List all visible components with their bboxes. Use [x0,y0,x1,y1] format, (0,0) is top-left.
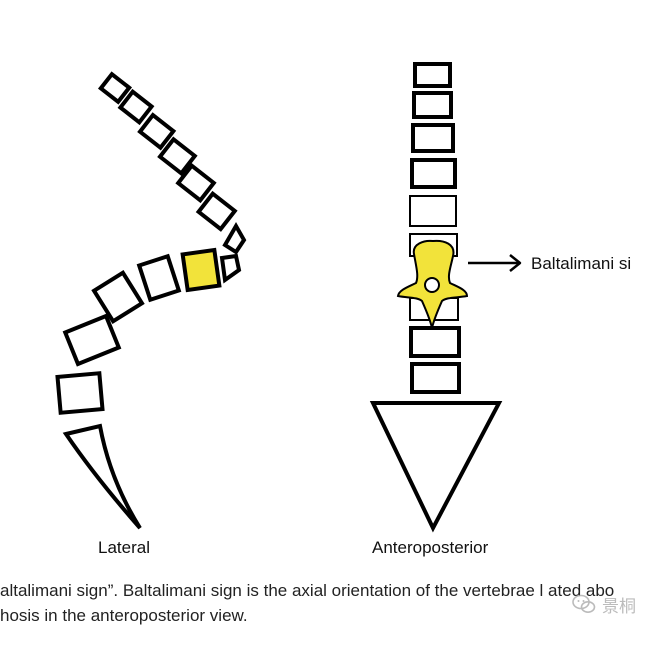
ap-spine [369,62,522,533]
sacrum [62,423,142,530]
watermark: 景桐 [572,590,647,618]
pedicle-ring [424,277,440,293]
vertebra [409,195,457,227]
vertebra [195,190,238,232]
vertebra [410,158,457,189]
vertebra [91,269,145,325]
vertebra [409,326,461,358]
lateral-spine [55,71,247,530]
vertebra [136,253,182,303]
vertebra [412,91,453,119]
vertebra [117,88,155,126]
baltalimani-sign-label: Baltalimani si [531,254,632,273]
caption-line-1: altalimani sign”. Baltalimani sign is th… [0,581,615,600]
vertebra [55,371,105,415]
vertebra [411,123,455,153]
arrow-head [509,254,522,272]
vertebra [413,62,452,88]
vertebra [175,162,217,204]
wedge-vertebra [222,221,247,255]
sacrum-triangle [369,401,503,533]
vertebra [62,313,122,367]
watermark-text: 景桐 [602,597,636,616]
anteroposterior-label: Anteroposterior [372,538,489,557]
vertebra [137,112,177,151]
vertebra [410,362,461,394]
wedge-vertebra [219,253,242,284]
wechat-icon [572,594,596,613]
lateral-label: Lateral [98,538,150,557]
vertebra [157,136,198,177]
caption-line-2: hosis in the anteroposterior view. [0,606,248,625]
highlighted-vertebra [180,247,222,293]
vertebra [97,71,133,105]
figure-caption: altalimani sign”. Baltalimani sign is th… [0,578,647,628]
